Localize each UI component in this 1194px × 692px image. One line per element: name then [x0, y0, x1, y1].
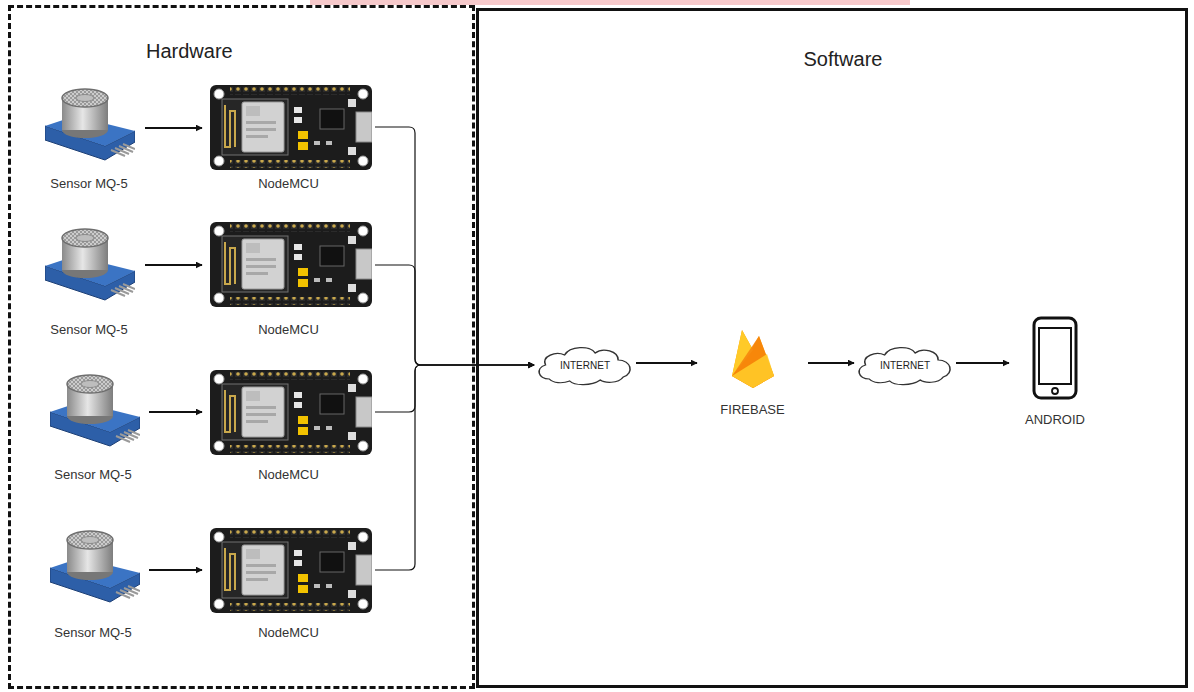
nodemcu-board [210, 528, 372, 613]
caption: NodeMCU [202, 322, 375, 338]
arrow-connector [636, 362, 697, 364]
sensor-node: Sensor MQ-5 [37, 522, 149, 641]
nodemcu-board [210, 222, 372, 307]
sensor-node: Sensor MQ-5 [33, 220, 145, 338]
internet-cloud: INTERNET [534, 343, 636, 387]
arrow-connector [145, 264, 202, 266]
arrow-connector [375, 127, 534, 365]
nodemcu-node: NodeMCU [202, 524, 375, 641]
caption: NodeMCU [202, 467, 375, 483]
firebase-icon [732, 330, 774, 388]
caption: Sensor MQ-5 [37, 625, 149, 641]
gas-sensor [50, 531, 140, 602]
phone-icon [1034, 318, 1076, 398]
caption: ANDROID [1009, 412, 1101, 428]
software-region: SoftwareINTERNET FIREBASE INTERNET ANDROID [476, 8, 1188, 688]
internet-cloud: INTERNET [854, 343, 956, 387]
arrow-connector [149, 411, 202, 413]
firebase-node: FIREBASE [697, 320, 808, 418]
caption: Sensor MQ-5 [33, 322, 145, 338]
caption: NodeMCU [202, 625, 375, 641]
sensor-node: Sensor MQ-5 [37, 366, 149, 483]
arrow-connector [956, 362, 1009, 364]
nodemcu-node: NodeMCU [202, 218, 375, 338]
region-title: Hardware [146, 40, 233, 63]
caption: Sensor MQ-5 [37, 467, 149, 483]
gas-sensor [45, 229, 135, 300]
caption: FIREBASE [697, 402, 808, 418]
arrow-connector [375, 365, 534, 412]
cloud-label: INTERNET [534, 360, 636, 371]
nodemcu-board [210, 370, 372, 455]
nodemcu-board [210, 85, 372, 170]
sensor-node: Sensor MQ-5 [33, 80, 145, 192]
caption: NodeMCU [202, 176, 375, 192]
gas-sensor [50, 375, 140, 446]
gas-sensor [45, 89, 135, 160]
arrow-connector [145, 127, 202, 129]
hardware-region: HardwareSensor MQ-5NodeMCUSensor MQ-5Nod… [8, 5, 475, 689]
arrow-connector [149, 569, 202, 571]
caption: Sensor MQ-5 [33, 176, 145, 192]
cloud-label: INTERNET [854, 360, 956, 371]
nodemcu-node: NodeMCU [202, 366, 375, 483]
arrow-connector [375, 265, 534, 365]
region-title: Software [804, 48, 883, 71]
arrow-connector [808, 362, 854, 364]
android-node: ANDROID [1009, 312, 1101, 428]
arrow-connector [375, 365, 534, 570]
nodemcu-node: NodeMCU [202, 80, 375, 192]
